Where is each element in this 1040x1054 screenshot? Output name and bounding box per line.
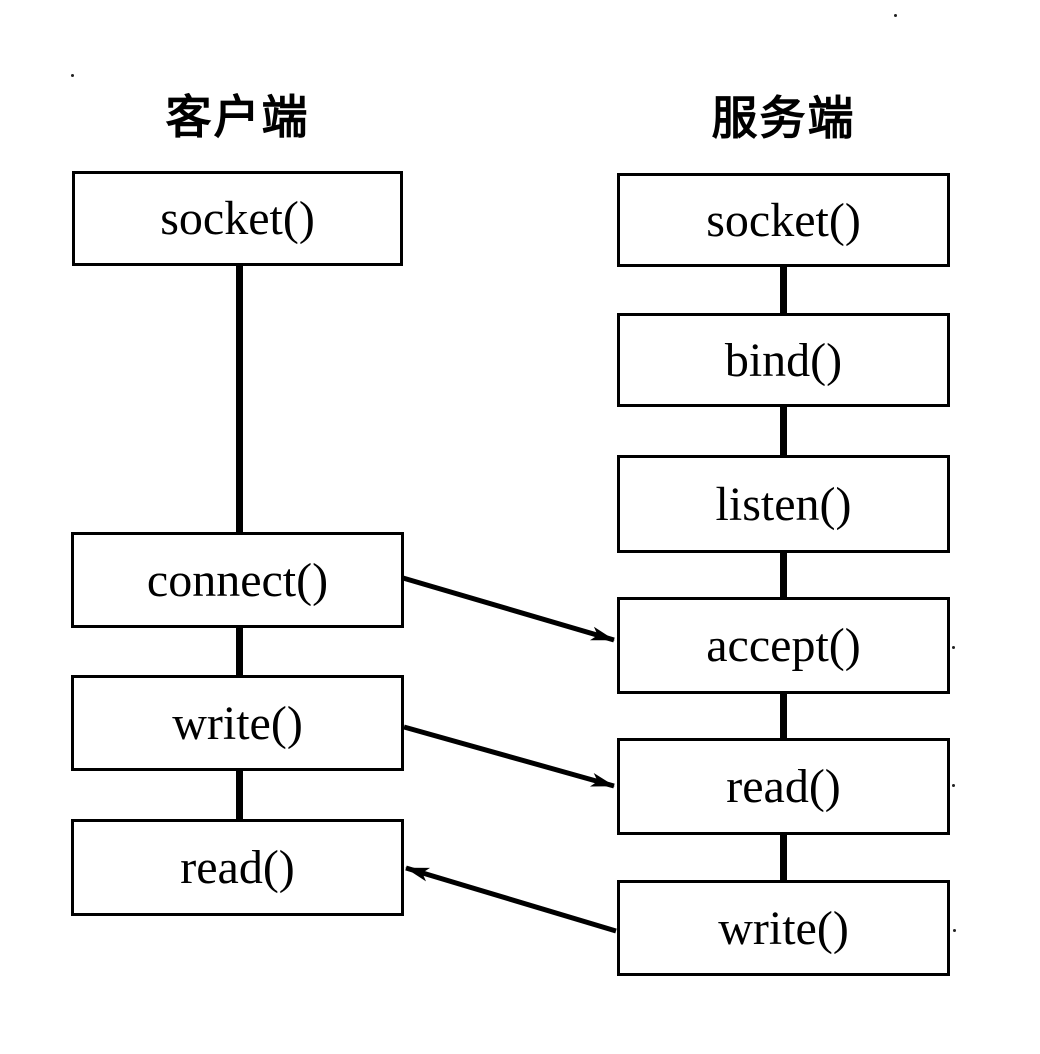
scan-artifact-dot [71,74,74,77]
box-server-bind-label: bind() [724,333,843,387]
scan-artifact-dot [952,784,955,787]
arrow-serverwrite-to-clientread [405,865,617,934]
box-client-socket: socket() [72,171,403,266]
client-column-title: 客户端 [165,90,310,144]
box-server-socket-label: socket() [706,193,861,247]
box-server-socket: socket() [617,173,950,267]
box-client-read-label: read() [180,841,295,894]
scan-artifact-dot [952,646,955,649]
box-client-read: read() [71,819,404,916]
connector-server-accept-read [780,692,787,741]
connector-server-socket-bind [780,265,787,316]
box-server-listen: listen() [617,455,950,553]
scan-artifact-dot [953,929,956,932]
server-column-title: 服务端 [711,91,856,145]
connector-client-socket-connect [236,264,243,536]
connector-server-listen-accept [780,551,787,600]
box-server-accept: accept() [617,597,950,694]
box-client-connect-label: connect() [146,553,329,607]
box-client-socket-label: socket() [160,192,315,245]
box-server-listen-label: listen() [715,477,852,531]
box-server-read-label: read() [726,760,841,813]
box-server-accept-label: accept() [706,619,861,672]
connector-server-bind-listen [780,405,787,458]
arrow-connect-to-accept [402,575,615,643]
box-client-write: write() [71,675,404,771]
box-server-bind: bind() [617,313,950,407]
arrow-write-to-read [403,724,615,789]
connector-client-connect-write [236,626,243,678]
scan-artifact-dot [894,14,897,17]
connector-server-read-write [780,833,787,883]
box-server-write: write() [617,880,950,976]
box-client-write-label: write() [172,696,303,750]
box-server-write-label: write() [718,901,849,955]
connector-client-write-read [236,769,243,822]
box-client-connect: connect() [71,532,404,628]
box-server-read: read() [617,738,950,835]
